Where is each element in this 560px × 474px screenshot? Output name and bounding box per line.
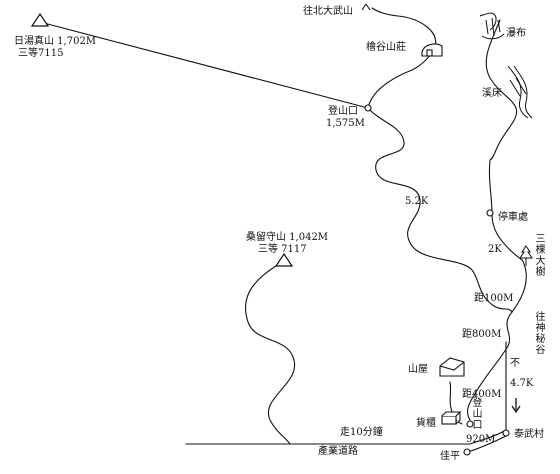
shop-label: 貨櫃 xyxy=(416,418,436,429)
circle-waypoint-icon xyxy=(364,104,372,112)
circle-waypoint-icon xyxy=(463,448,471,456)
circle-waypoint-icon xyxy=(502,429,510,437)
arrow-up-glyph: 不 xyxy=(510,358,520,369)
village-label: 泰武村 xyxy=(514,429,544,440)
waterfall-icon xyxy=(479,12,505,40)
peak1-name: 日湯真山 1,702M xyxy=(14,36,97,47)
dist-800m: 距800M xyxy=(462,329,502,340)
dist-5-2k: 5.2K xyxy=(405,196,429,207)
trailhead-upper-label: 登山口 xyxy=(328,106,358,117)
dist-4-7k: 4.7K xyxy=(510,378,534,389)
road-label: 產業道路 xyxy=(318,446,358,457)
streambed-icon xyxy=(507,65,533,119)
dist-400m: 距400M xyxy=(462,389,502,400)
elev-920-label: 920M xyxy=(466,434,496,445)
road-jiaping xyxy=(467,435,507,453)
peak2-name: 桑留守山 1,042M xyxy=(246,232,329,243)
parking-label: 停車處 xyxy=(498,212,528,223)
circle-waypoint-icon xyxy=(466,420,474,428)
dist-100m: 距100M xyxy=(474,293,514,304)
cabin-label: 檜谷山莊 xyxy=(366,42,406,53)
peak2-sub: 三等 7117 xyxy=(258,244,307,255)
arrow-down-icon xyxy=(511,398,521,414)
walk-10-label: 走10分鐘 xyxy=(340,427,383,438)
trailhead-lower-label: 登山口 xyxy=(472,398,483,431)
trail-to-peak1 xyxy=(39,21,369,109)
circle-waypoint-icon xyxy=(486,209,494,217)
cabin-icon xyxy=(421,43,443,57)
container-icon xyxy=(441,411,462,425)
trailhead-upper-elev: 1,575M xyxy=(326,118,365,129)
house-icon xyxy=(439,357,465,377)
trail-to-north-peak xyxy=(371,7,437,49)
peak1-sub: 三等7115 xyxy=(18,48,64,59)
main-trail xyxy=(367,107,513,313)
jiaping-label: 佳平 xyxy=(440,451,460,462)
streambed-label: 溪床 xyxy=(482,88,502,99)
tree-icon xyxy=(519,245,533,266)
big-trees-label: 三棵大樹 xyxy=(535,234,546,278)
dist-2k: 2K xyxy=(488,244,502,255)
hut-label: 山屋 xyxy=(408,364,428,375)
trail-lower xyxy=(467,263,527,421)
trail-to-cabin xyxy=(367,47,436,109)
triangle-peak-icon xyxy=(30,12,50,27)
stream-upper xyxy=(485,19,518,161)
waterfall-label: 瀑布 xyxy=(506,28,526,39)
to-shrine-label: 往神秘谷 xyxy=(535,312,546,356)
trail-peak2 xyxy=(245,261,296,445)
triangle-peak-icon xyxy=(274,252,294,267)
arrow-north-icon xyxy=(361,3,371,11)
to-north-peak-label: 往北大武山 xyxy=(303,6,353,17)
